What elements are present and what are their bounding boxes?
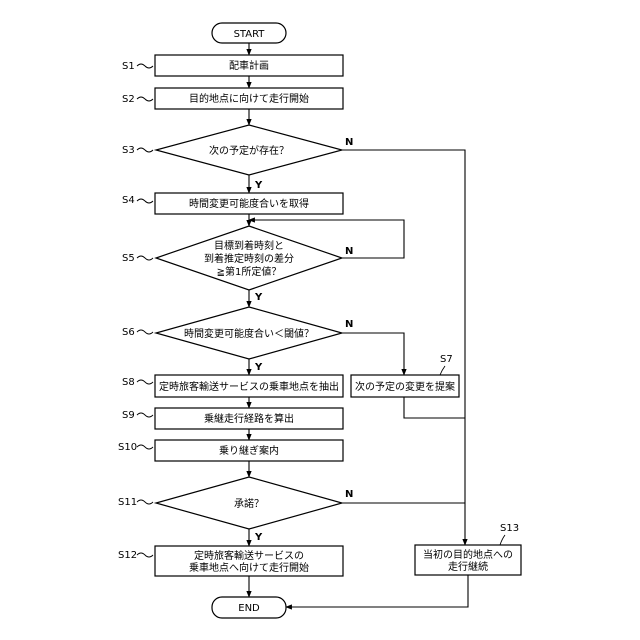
s3-no-label: N — [345, 137, 353, 148]
s9-leader-line — [137, 413, 153, 417]
s3-step-id: S3 — [122, 145, 135, 156]
s4-leader-line — [137, 199, 153, 203]
s11-yes-label: Y — [254, 532, 263, 543]
s12-line-2: 乗車地点へ向けて走行開始 — [189, 561, 309, 574]
s5-yes-label: Y — [254, 292, 263, 303]
s2-step-id: S2 — [122, 94, 135, 105]
s5-line-1: 目標到着時刻と — [214, 239, 284, 252]
s3-yes-label: Y — [254, 180, 263, 191]
s9-step-id: S9 — [122, 410, 135, 421]
start-label: START — [234, 29, 266, 40]
s10-text: 乗り継ぎ案内 — [219, 444, 279, 457]
s2-leader-line — [137, 97, 153, 101]
s8-leader-line — [137, 380, 153, 384]
s10-step-id: S10 — [118, 442, 137, 453]
s1-step-id: S1 — [122, 61, 135, 72]
s1-text: 配車計画 — [229, 59, 269, 72]
s5-line-2: 到着推定時刻の差分 — [204, 252, 294, 265]
end-label: END — [238, 603, 260, 614]
s12-line-1: 定時旅客輸送サービスの — [194, 549, 304, 562]
s13-leader-line — [500, 535, 505, 545]
s5-step-id: S5 — [122, 253, 135, 264]
s5-no-label: N — [345, 246, 353, 257]
s3-text: 次の予定が存在？ — [209, 144, 289, 157]
s11-step-id: S11 — [118, 497, 137, 508]
s7-text: 次の予定の変更を提案 — [355, 380, 455, 393]
s11-leader-line — [137, 500, 153, 504]
s4-step-id: S4 — [122, 195, 135, 206]
s12-step-id: S12 — [118, 550, 137, 561]
s11-text: 承諾？ — [234, 497, 264, 510]
s6-step-id: S6 — [122, 327, 135, 338]
s3-leader-line — [137, 148, 153, 152]
s10-leader-line — [137, 445, 153, 449]
s6-no-label: N — [345, 319, 353, 330]
s7-leader-line — [440, 366, 445, 375]
s5-line-3: ≧第1所定値？ — [217, 265, 282, 278]
s2-text: 目的地点に向けて走行開始 — [189, 92, 309, 105]
arrow-s13-end — [286, 575, 468, 607]
s5-leader-line — [137, 256, 153, 260]
s6-leader-line — [137, 330, 153, 334]
s8-text: 定時旅客輸送サービスの乗車地点を抽出 — [159, 380, 339, 393]
line-s7-s13 — [404, 397, 465, 418]
s12-leader-line — [137, 553, 153, 557]
s1-leader-line — [137, 64, 153, 68]
s11-no-label: N — [345, 489, 353, 500]
s13-line-2: 走行継続 — [448, 560, 488, 573]
s9-text: 乗継走行経路を算出 — [204, 412, 294, 425]
s4-text: 時間変更可能度合いを取得 — [189, 197, 309, 210]
s6-text: 時間変更可能度合い＜閾値？ — [184, 327, 314, 340]
s13-step-id: S13 — [500, 523, 519, 534]
s8-step-id: S8 — [122, 377, 135, 388]
s6-yes-label: Y — [254, 362, 263, 373]
s13-line-1: 当初の目的地点への — [423, 548, 513, 561]
s7-step-id: S7 — [440, 354, 453, 365]
arrow-s6-no-s7 — [342, 333, 404, 375]
